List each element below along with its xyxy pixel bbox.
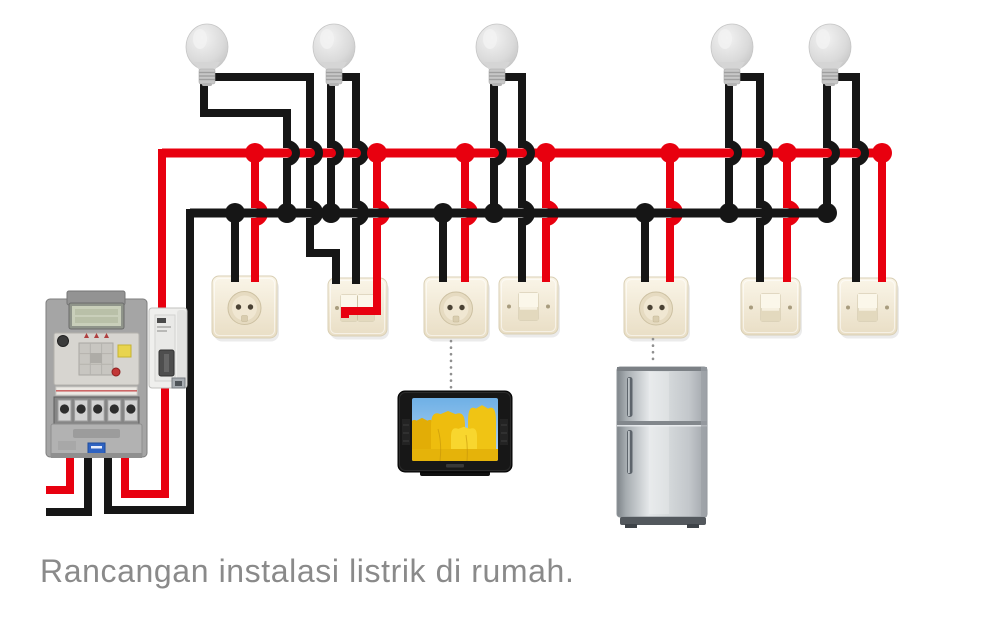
light-bulb (710, 23, 754, 86)
power-outlet (211, 275, 279, 342)
wire-bulb4-live (737, 73, 773, 282)
junction-dot-black (817, 203, 837, 223)
wire-bulb2-live (338, 73, 369, 284)
junction-dot-red (367, 143, 387, 163)
wire-bulb3-live (502, 73, 535, 282)
refrigerator (616, 366, 708, 528)
power-outlet (623, 276, 690, 342)
wire-black-service-entry (46, 452, 92, 516)
wire-bulb5-neutral (823, 80, 840, 213)
wire-bulb3-neutral (490, 80, 507, 213)
light-bulb (185, 23, 229, 86)
wire-red-service-entry (46, 452, 74, 494)
light-bulb (312, 23, 356, 86)
light-switch (837, 277, 899, 339)
kwh-meter (45, 290, 148, 458)
wire-red-mcb-to-meter (121, 383, 169, 498)
junction-dot-black (433, 203, 453, 223)
wire-black-riser-to-meter (104, 209, 194, 514)
junction-dot-red (455, 143, 475, 163)
light-bulb (808, 23, 852, 86)
light-switch (498, 276, 560, 338)
light-bulb (475, 23, 519, 86)
junction-dot-black (719, 203, 739, 223)
wire-bulb1-live (212, 73, 340, 284)
junction-dot-red (660, 143, 680, 163)
junction-dot-black (225, 203, 245, 223)
junction-dot-red (872, 143, 892, 163)
diagram-caption: Rancangan instalasi listrik di rumah. (40, 553, 575, 589)
wire-bulb1-neutral (200, 80, 300, 213)
light-switch (740, 277, 802, 339)
wire-bulb4-neutral (725, 80, 742, 213)
junction-dot-black (635, 203, 655, 223)
junction-dot-black (277, 203, 297, 223)
junction-dot-red (777, 143, 797, 163)
crt-tv (397, 390, 513, 476)
wire-bulb2-neutral (327, 80, 344, 213)
tv-screen (412, 398, 498, 461)
power-outlet (423, 276, 490, 342)
junction-dot-red (245, 143, 265, 163)
mcb-circuit-breaker (148, 307, 188, 389)
wire-bulb5-live (835, 73, 869, 282)
junction-dot-black (484, 203, 504, 223)
junction-dot-red (536, 143, 556, 163)
junction-dot-black (321, 203, 341, 223)
